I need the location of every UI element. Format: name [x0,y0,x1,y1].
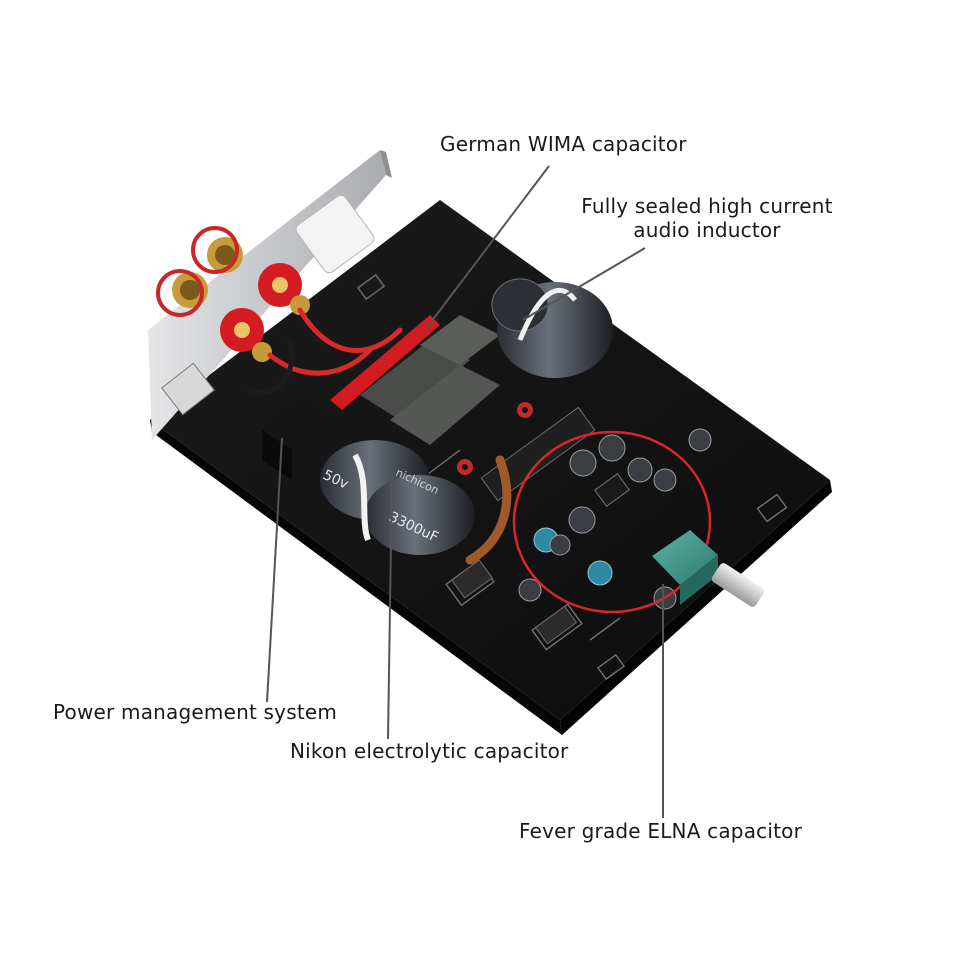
elna-capacitors [518,428,712,610]
callout-power-management: Power management system [53,700,338,724]
rca-jacks [156,226,243,317]
speaker-terminals [220,263,310,362]
wima-capacitors [330,315,500,445]
front-panel [148,150,392,440]
callout-nikon-capacitor: Nikon electrolytic capacitor [290,739,569,763]
callout-leader-lines [266,165,664,818]
callout-elna-capacitor: Fever grade ELNA capacitor [519,819,803,843]
audio-inductor [491,278,613,378]
wires [247,307,512,565]
highlight-ring [512,430,712,614]
callout-wima-capacitor: German WIMA capacitor [440,132,687,156]
volume-potentiometer [652,530,765,607]
callout-audio-inductor-line2: audio inductor [633,218,781,242]
power-management-module [262,400,330,480]
callout-audio-inductor-line1: Fully sealed high current [581,194,833,218]
